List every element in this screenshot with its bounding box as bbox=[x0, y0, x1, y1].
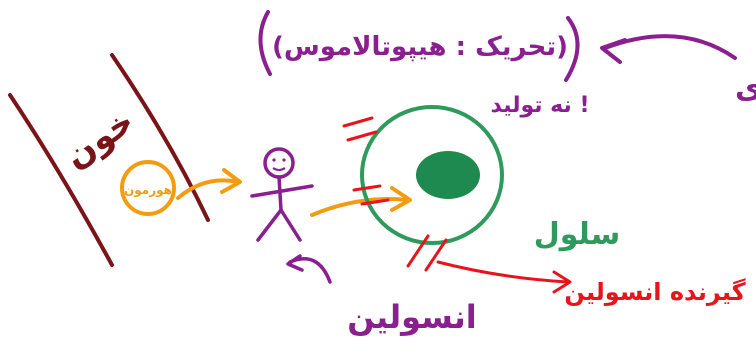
blood-label: خون bbox=[57, 101, 141, 177]
hormone-circle bbox=[120, 160, 176, 216]
receptor-arrow bbox=[436, 260, 572, 294]
note-pointer-arrow bbox=[600, 34, 737, 64]
cell-membrane bbox=[360, 105, 504, 245]
hormone-group: هورمون bbox=[120, 160, 242, 216]
receptor-marks bbox=[342, 116, 448, 272]
vessel-wall-left bbox=[8, 93, 114, 267]
edge-fragment-text: ی bbox=[735, 71, 756, 106]
hormone-label: هورمون bbox=[124, 183, 172, 198]
insulin-label: انسولین bbox=[347, 298, 476, 336]
cell-label: سلول bbox=[534, 217, 621, 252]
top-note-group: (تحریک : هیپوتالاموس) bbox=[258, 10, 580, 82]
insulin-curve-arrow bbox=[286, 254, 332, 284]
insulin-to-cell-arrow bbox=[310, 186, 412, 217]
stick-person-icon bbox=[250, 147, 314, 242]
top-note-text: (تحریک : هیپوتالاموس) bbox=[272, 32, 568, 62]
receptor-label: گیرنده انسولین bbox=[564, 278, 745, 306]
cell-nucleus bbox=[416, 151, 480, 199]
left-paren bbox=[258, 10, 272, 76]
hormone-arrow bbox=[176, 178, 240, 200]
right-paren bbox=[564, 16, 580, 82]
blood-vessel: خون bbox=[8, 53, 210, 267]
vessel-wall-right bbox=[110, 53, 210, 222]
exclaim-text: ! نه تولید bbox=[491, 93, 590, 118]
cell bbox=[360, 105, 504, 245]
